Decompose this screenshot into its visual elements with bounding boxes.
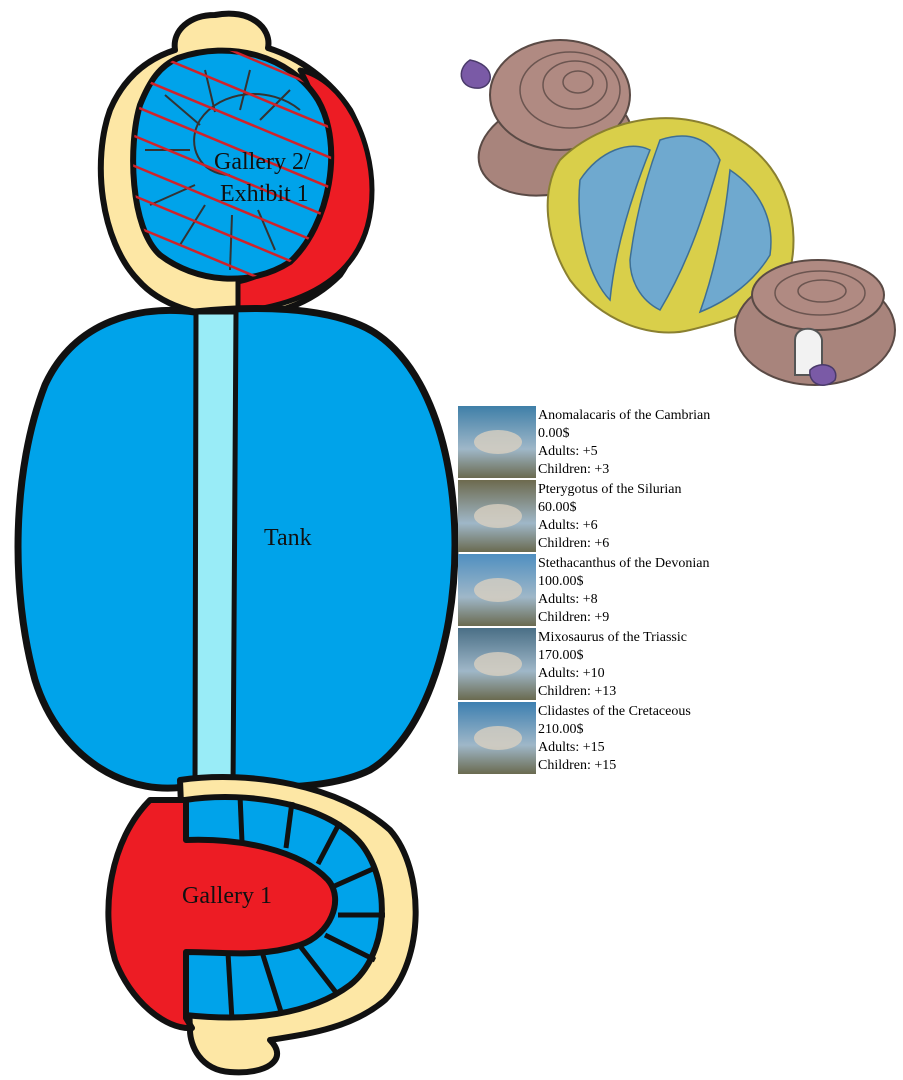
exhibit-item: Stethacanthus of the Devonian 100.00$ Adul…: [458, 554, 758, 628]
gallery1-dividers: [225, 794, 385, 1021]
exhibit-children: Children: +9: [538, 610, 610, 625]
gallery2-label-line1: Gallery 2/: [214, 149, 311, 175]
exhibit-children: Children: +6: [538, 536, 610, 551]
exhibit-text: Stethacanthus of the Devonian 100.00$ Adul…: [538, 555, 709, 627]
exhibit-adults: Adults: +5: [538, 444, 598, 459]
exhibit-name: Stethacanthus of the Devonian: [538, 556, 710, 571]
exhibit-text: Pterygotus of the Silurian 60.00$ Adults: …: [538, 481, 682, 553]
exhibit-item: Anomalacaris of the Cambrian 0.00$ Adults:…: [458, 406, 758, 480]
exhibit-text: Mixosaurus of the Triassic 170.00$ Adults:…: [538, 629, 687, 701]
exhibit-item: Clidastes of the Cretaceous 210.00$ Adults…: [458, 702, 758, 776]
exhibit-adults: Adults: +10: [538, 666, 605, 681]
exhibit-price: 60.00$: [538, 500, 577, 515]
exhibit-text: Anomalacaris of the Cambrian 0.00$ Adults:…: [538, 407, 710, 479]
exhibit-name: Mixosaurus of the Triassic: [538, 630, 687, 645]
exhibit-adults: Adults: +15: [538, 740, 605, 755]
exhibit-text: Clidastes of the Cretaceous 210.00$ Adults…: [538, 703, 691, 775]
exhibit-name: Pterygotus of the Silurian: [538, 482, 682, 497]
gallery1-label: Gallery 1: [182, 883, 272, 909]
exhibit-children: Children: +3: [538, 462, 610, 477]
exhibit-name: Clidastes of the Cretaceous: [538, 704, 691, 719]
exhibit-price: 170.00$: [538, 648, 584, 663]
exhibit-children: Children: +15: [538, 758, 617, 773]
exhibit-list: Anomalacaris of the Cambrian 0.00$ Adults:…: [458, 406, 758, 776]
exhibit-children: Children: +13: [538, 684, 617, 699]
exhibit-adults: Adults: +6: [538, 518, 598, 533]
gallery2-label-line2: Exhibit 1: [220, 181, 309, 207]
exhibit-item: Mixosaurus of the Triassic 170.00$ Adults:…: [458, 628, 758, 702]
exhibit-price: 100.00$: [538, 574, 584, 589]
tank-label: Tank: [264, 525, 312, 551]
stethacanthus-thumbnail-icon: [458, 554, 536, 626]
exhibit-name: Anomalacaris of the Cambrian: [538, 408, 711, 423]
exhibit-price: 210.00$: [538, 722, 584, 737]
anomalocaris-thumbnail-icon: [458, 406, 536, 478]
clidastes-thumbnail-icon: [458, 702, 536, 774]
mixosaurus-thumbnail-icon: [458, 628, 536, 700]
exhibit-adults: Adults: +8: [538, 592, 598, 607]
exhibit-price: 0.00$: [538, 426, 570, 441]
exhibit-item: Pterygotus of the Silurian 60.00$ Adults: …: [458, 480, 758, 554]
pterygotus-thumbnail-icon: [458, 480, 536, 552]
